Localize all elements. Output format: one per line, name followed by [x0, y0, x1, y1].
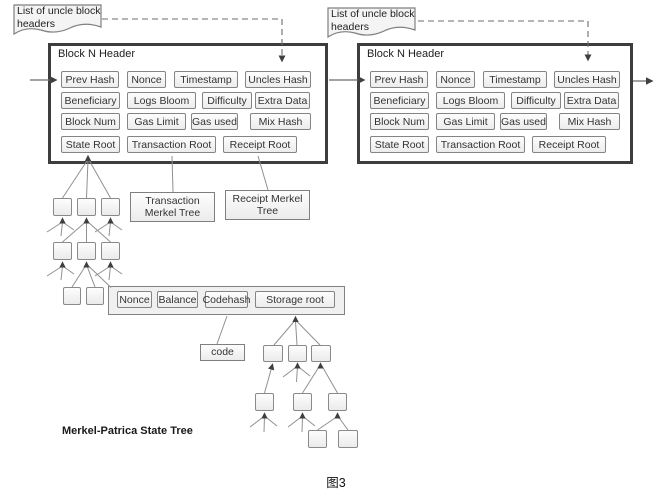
- uncle-headers-callout-left-text: List of uncle block headers: [17, 5, 101, 30]
- account-field-balance: Balance: [157, 291, 198, 308]
- figure-caption: 图3: [326, 476, 346, 490]
- field-beneficiary: Beneficiary: [370, 92, 429, 109]
- storage-tree-node: [288, 345, 307, 362]
- account-field-codehash: Codehash: [203, 291, 250, 308]
- storage-tree-node: [338, 430, 358, 448]
- field-logs-bloom: Logs Bloom: [127, 92, 196, 109]
- field-timestamp: Timestamp: [483, 71, 547, 88]
- field-nonce: Nonce: [436, 71, 475, 88]
- field-timestamp: Timestamp: [174, 71, 238, 88]
- state-tree-node: [101, 198, 120, 216]
- account-field-storage-root: Storage root: [255, 291, 335, 308]
- storage-tree-node: [263, 345, 283, 362]
- field-block-num: Block Num: [370, 113, 429, 130]
- field-extra-data: Extra Data: [564, 92, 619, 109]
- transaction-merkel-tree-box: Transaction Merkel Tree: [130, 192, 215, 222]
- field-receipt-root: Receipt Root: [223, 136, 297, 153]
- field-uncles-hash: Uncles Hash: [554, 71, 620, 88]
- field-beneficiary: Beneficiary: [61, 92, 120, 109]
- field-gas-limit: Gas Limit: [127, 113, 186, 130]
- document-shape: [13, 4, 102, 36]
- field-state-root: State Root: [370, 136, 429, 153]
- state-tree-node: [86, 287, 104, 305]
- block-header-1: Block N Header Prev Hash Nonce Timestamp…: [48, 43, 328, 164]
- document-shape: [327, 7, 416, 39]
- field-mix-hash: Mix Hash: [250, 113, 311, 130]
- storage-tree-node: [308, 430, 327, 448]
- state-tree-node: [63, 287, 81, 305]
- field-prev-hash: Prev Hash: [61, 71, 119, 88]
- field-state-root: State Root: [61, 136, 120, 153]
- field-gas-limit: Gas Limit: [436, 113, 495, 130]
- block-header-2: Block N Header Prev Hash Nonce Timestamp…: [357, 43, 633, 164]
- field-uncles-hash: Uncles Hash: [245, 71, 311, 88]
- storage-tree-node: [293, 393, 312, 411]
- field-gas-used: Gas used: [191, 113, 238, 130]
- field-nonce: Nonce: [127, 71, 166, 88]
- field-mix-hash: Mix Hash: [559, 113, 620, 130]
- block-title: Block N Header: [58, 48, 136, 60]
- field-block-num: Block Num: [61, 113, 120, 130]
- state-tree-node: [77, 242, 96, 260]
- field-receipt-root: Receipt Root: [532, 136, 606, 153]
- receipt-merkel-tree-box: Receipt Merkel Tree: [225, 190, 310, 220]
- field-difficulty: Difficulty: [511, 92, 561, 109]
- storage-tree-node: [328, 393, 347, 411]
- state-tree-node: [77, 198, 96, 216]
- state-tree-node: [101, 242, 120, 260]
- field-gas-used: Gas used: [500, 113, 547, 130]
- field-transaction-root: Transaction Root: [127, 136, 216, 153]
- uncle-headers-callout-right: List of uncle block headers: [327, 7, 417, 40]
- storage-tree-node: [311, 345, 331, 362]
- field-difficulty: Difficulty: [202, 92, 252, 109]
- state-tree-node: [53, 242, 72, 260]
- field-logs-bloom: Logs Bloom: [436, 92, 505, 109]
- account-field-nonce: Nonce: [117, 291, 152, 308]
- account-state-node: Nonce Balance Codehash Storage root: [108, 286, 345, 315]
- block-title: Block N Header: [367, 48, 445, 60]
- state-tree-node: [53, 198, 72, 216]
- storage-tree-node: [255, 393, 274, 411]
- state-tree-label: Merkel-Patrica State Tree: [62, 425, 193, 437]
- code-box: code: [200, 344, 245, 361]
- field-transaction-root: Transaction Root: [436, 136, 525, 153]
- field-extra-data: Extra Data: [255, 92, 310, 109]
- uncle-headers-callout-left: List of uncle block headers: [13, 4, 103, 37]
- uncle-headers-callout-right-text: List of uncle block headers: [331, 8, 415, 33]
- field-prev-hash: Prev Hash: [370, 71, 428, 88]
